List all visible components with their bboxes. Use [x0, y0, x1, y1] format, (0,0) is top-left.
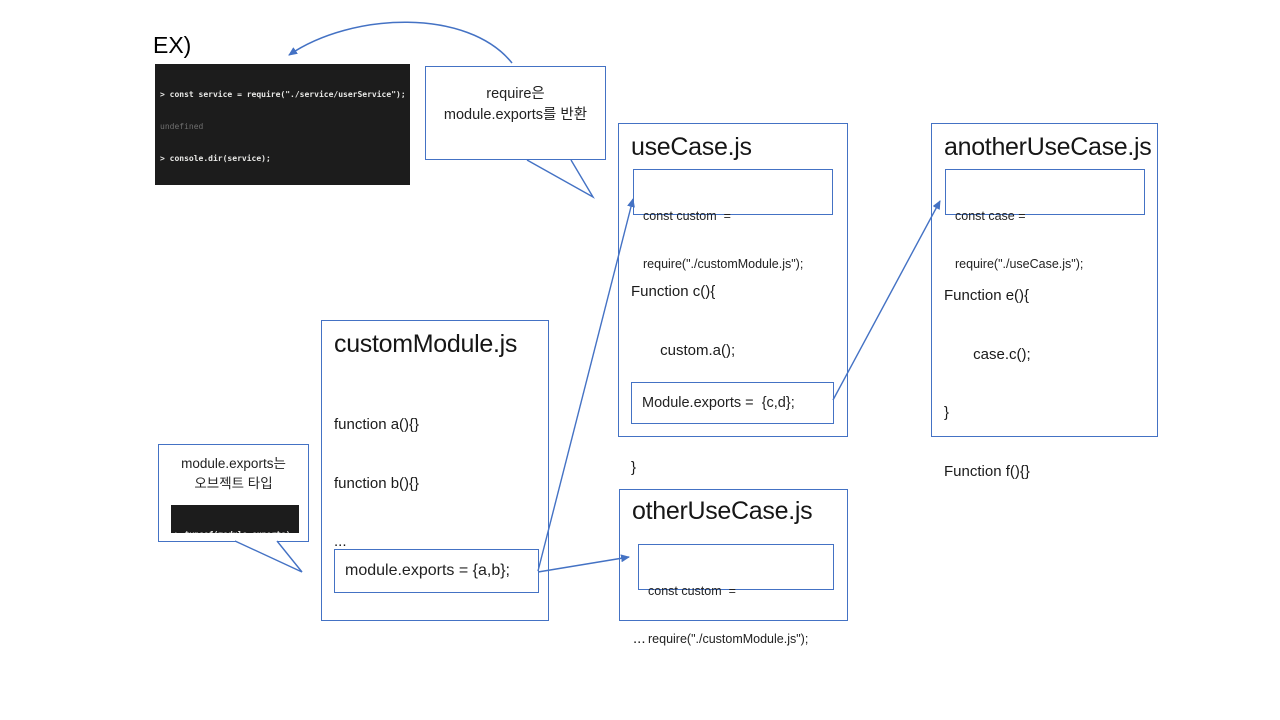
- terminal-screenshot: > const service = require("./service/use…: [155, 64, 410, 185]
- exports-code-box: module.exports = {a,b};: [334, 549, 539, 593]
- require-code-box: const case = require("./useCase.js");: [945, 169, 1145, 271]
- code-body: Function e(){ case.c(); } Function f(){}: [944, 287, 1031, 480]
- file-title: useCase.js: [631, 133, 752, 161]
- file-box-customModule: customModule.js function a(){} function …: [321, 320, 549, 621]
- callout-text: module.exports를 반환: [443, 107, 588, 123]
- terminal-line: > console.dir(service);: [160, 154, 271, 164]
- callout-tail-require: [526, 159, 595, 199]
- callout-text: module.exports는: [181, 456, 286, 471]
- arrow-useCase-to-anotherUseCase: [832, 200, 941, 401]
- terminal-line: > const service = require("./service/use…: [160, 89, 406, 99]
- file-box-anotherUseCase: anotherUseCase.js const case = require("…: [931, 123, 1158, 480]
- code-body: ...: [633, 630, 646, 647]
- terminal-line: undefined: [160, 121, 204, 131]
- file-title: customModule.js: [334, 330, 518, 358]
- callout-require-returns: require은 module.exports를 반환: [425, 66, 606, 160]
- file-box-useCase: useCase.js const custom = require("./cus…: [618, 123, 848, 534]
- file-title: anotherUseCase.js: [944, 133, 1152, 161]
- example-label: EX): [153, 32, 192, 58]
- require-code-box: const custom = require("./customModule.j…: [638, 544, 834, 646]
- callout-tail-exports: [234, 540, 303, 573]
- file-box-otherUseCase: otherUseCase.js const custom = require("…: [619, 489, 848, 647]
- code-body: function a(){} function b(){} ...: [334, 416, 420, 550]
- exports-code-box: Module.exports = {c,d};: [631, 382, 834, 424]
- require-code-box: const custom = require("./customModule.j…: [633, 169, 833, 271]
- typeof-terminal-screenshot: > typeof(module.exports) 'object': [171, 505, 299, 533]
- callout-text: require은: [486, 86, 545, 102]
- callout-exports-object-type: module.exports는 오브젝트 타입 > typeof(module.…: [158, 444, 309, 542]
- file-title: otherUseCase.js: [632, 497, 813, 525]
- arrow-customModule-to-otherUseCase: [537, 554, 630, 573]
- arrow-bubble-to-terminal: [288, 21, 513, 64]
- terminal-line: > typeof(module.exports): [175, 529, 295, 533]
- callout-text: 오브젝트 타입: [194, 476, 273, 491]
